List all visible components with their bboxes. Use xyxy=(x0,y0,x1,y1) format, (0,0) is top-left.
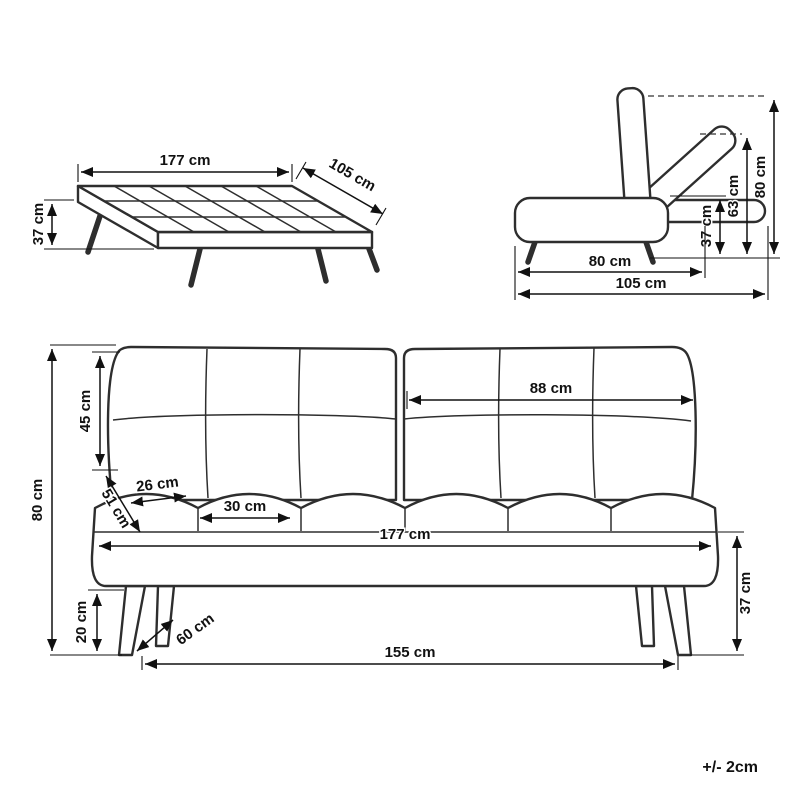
side-view-dimensions: 37 cm 63 cm 80 cm 80 cm 105 cm xyxy=(514,100,780,300)
dimension-arrow xyxy=(136,619,174,652)
dim-label-front-total-height: 80 cm xyxy=(29,479,46,522)
front-leg-outer-left xyxy=(117,584,147,657)
dim-label-bed-height: 37 cm xyxy=(30,203,47,246)
bed-leg xyxy=(85,213,103,255)
extension-line xyxy=(375,207,387,226)
backrest-left-panel xyxy=(106,345,398,502)
dim-label-front-cushion-width: 30 cm xyxy=(224,498,267,515)
tuft-line xyxy=(591,347,596,499)
side-view-drawing xyxy=(513,86,768,265)
extension-line xyxy=(295,161,307,180)
side-leg xyxy=(643,239,656,265)
tuft-line xyxy=(184,185,266,233)
dim-label-side-total-depth: 105 cm xyxy=(616,275,667,292)
bed-tufting-grid xyxy=(105,185,345,233)
dim-label-front-leg-span: 155 cm xyxy=(385,644,436,661)
dim-label-side-backrest-height: 63 cm xyxy=(725,175,742,218)
front-view-drawing xyxy=(90,345,720,657)
tuft-line xyxy=(148,185,230,233)
tuft-line xyxy=(403,413,692,422)
backrest-upright-position xyxy=(616,86,652,214)
bed-leg xyxy=(315,246,329,284)
dim-label-side-seat-height: 37 cm xyxy=(698,205,715,248)
flat-bed-drawing xyxy=(76,184,380,288)
dim-label-bed-depth: 105 cm xyxy=(326,155,379,195)
seat-profile xyxy=(513,196,670,244)
dim-label-bed-width: 177 cm xyxy=(160,152,211,169)
backrest-upright-shape xyxy=(616,86,652,214)
side-view: 37 cm 63 cm 80 cm 80 cm 105 cm xyxy=(513,86,780,300)
tuft-line xyxy=(255,185,337,233)
dim-label-front-leg-spacing: 60 cm xyxy=(173,610,217,649)
tuft-line xyxy=(220,185,302,233)
bed-leg xyxy=(365,243,380,273)
dimension-arrow xyxy=(130,492,187,507)
dimension-arrow xyxy=(105,475,141,533)
dim-label-front-leg-height: 20 cm xyxy=(73,601,90,644)
tuft-line xyxy=(204,348,209,499)
dim-label-front-total-width: 177 cm xyxy=(380,526,431,543)
front-leg-outer-right xyxy=(663,584,693,657)
tuft-line xyxy=(113,185,195,233)
tuft-line xyxy=(497,348,502,499)
dim-label-front-backrest-height: 45 cm xyxy=(77,390,94,433)
flat-bed-view: 177 cm 105 cm 37 cm xyxy=(29,151,387,288)
bed-leg xyxy=(188,246,203,288)
cushion-dividers xyxy=(197,509,612,531)
bed-front-face xyxy=(156,230,374,250)
dim-label-front-seat-height: 37 cm xyxy=(737,572,754,615)
front-view: 80 cm 45 cm 51 cm 26 cm 30 cm 88 cm 177 … xyxy=(28,344,756,670)
dim-label-front-half-width: 88 cm xyxy=(530,380,573,397)
tuft-line xyxy=(297,348,302,499)
dimension-arrow xyxy=(302,167,384,215)
side-leg xyxy=(525,239,538,265)
tolerance-note: +/- 2cm xyxy=(702,759,758,776)
dim-label-side-total-height: 80 cm xyxy=(752,156,769,199)
front-leg-inner-left xyxy=(154,584,176,648)
backrest-tufting xyxy=(112,347,692,499)
dim-label-side-seat-depth: 80 cm xyxy=(589,253,632,270)
tuft-line xyxy=(112,413,397,421)
backrest-right-panel xyxy=(402,345,697,502)
front-leg-inner-right xyxy=(634,584,656,648)
